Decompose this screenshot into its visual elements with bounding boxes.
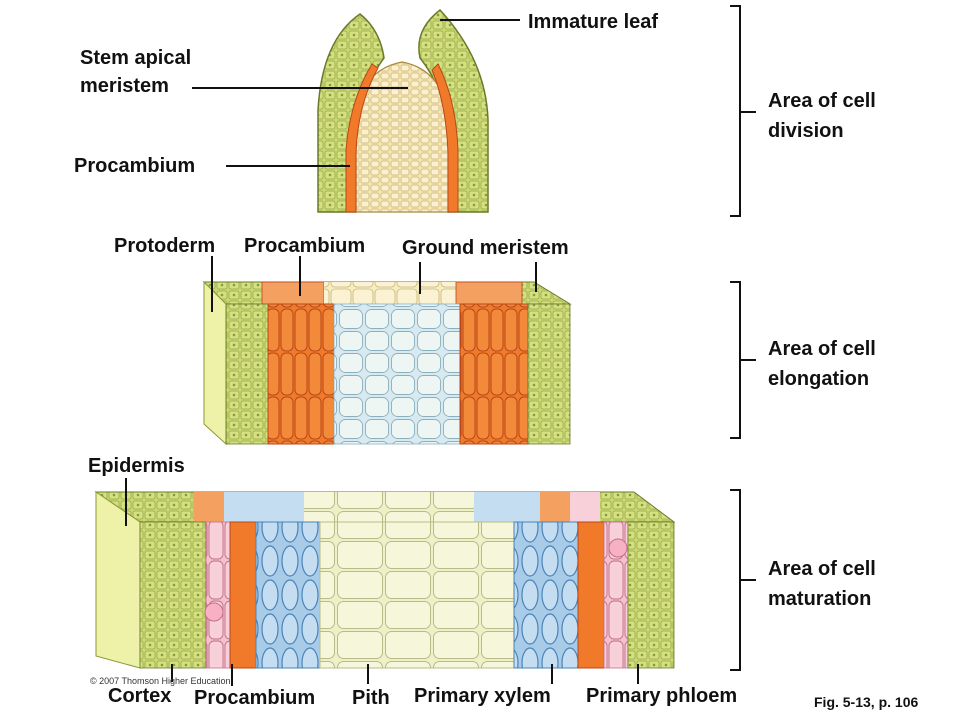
- leader-lines: [125, 19, 639, 686]
- label-pith: Pith: [352, 687, 390, 709]
- copyright-notice: © 2007 Thomson Higher Education: [90, 676, 231, 686]
- label-primary-phloem: Primary phloem: [586, 685, 738, 707]
- zone-maturation-line2: maturation: [768, 588, 872, 610]
- zone-maturation-line1: Area of cell: [768, 558, 876, 580]
- zone-division-line2: division: [768, 120, 844, 142]
- phloem-cell-detail: [204, 602, 224, 622]
- bot-orange-top-left: [194, 492, 224, 522]
- label-protoderm: Protoderm: [114, 235, 216, 257]
- maturation-block: [94, 491, 676, 669]
- mid-orange-top-left: [261, 281, 325, 305]
- label-procambium-mid: Procambium: [244, 235, 366, 257]
- zone-division-line1: Area of cell: [768, 90, 876, 112]
- bot-phloem-left: [205, 521, 231, 669]
- bracket-maturation: [730, 489, 756, 671]
- mid-protoderm-side: [203, 280, 227, 446]
- phloem-cell-detail-right: [608, 538, 628, 558]
- bot-pith-top: [304, 492, 504, 522]
- bot-xylem-right: [513, 521, 579, 669]
- bot-epidermis-side: [95, 491, 141, 669]
- mid-cream-top: [324, 282, 456, 304]
- elongation-block: [202, 280, 572, 446]
- zone-brackets: [730, 5, 756, 671]
- bracket-division: [730, 5, 756, 217]
- figure-caption: Fig. 5-13, p. 106: [814, 694, 919, 710]
- zone-elongation-line1: Area of cell: [768, 338, 876, 360]
- mid-ground-meristem: [333, 303, 461, 445]
- mid-procambium-right: [459, 303, 529, 445]
- bot-pith: [319, 521, 515, 669]
- label-cortex: Cortex: [108, 685, 172, 707]
- bot-blue-top-left: [224, 492, 304, 522]
- label-epidermis: Epidermis: [88, 455, 185, 477]
- zone-elongation-line2: elongation: [768, 368, 870, 390]
- mid-green-left: [225, 303, 269, 445]
- bot-cortex-left: [139, 521, 207, 669]
- shoot-apex: [317, 8, 489, 213]
- label-immature-leaf: Immature leaf: [528, 11, 659, 33]
- label-stem-apical-line1: Stem apical: [80, 47, 192, 69]
- bot-procambium-right: [577, 521, 605, 669]
- bot-cortex-right: [627, 521, 675, 669]
- label-ground-meristem: Ground meristem: [402, 237, 569, 259]
- procambium-strand-right: [431, 63, 459, 213]
- mid-orange-top-right: [455, 281, 523, 305]
- procambium-strand-left: [345, 63, 379, 213]
- label-stem-apical-line2: meristem: [80, 75, 169, 97]
- mid-green-right: [527, 303, 571, 445]
- mid-procambium-left: [267, 303, 335, 445]
- bracket-elongation: [730, 281, 756, 439]
- bot-pink-top-right: [570, 492, 600, 522]
- bot-blue-top-right: [474, 492, 540, 522]
- label-procambium-bottom: Procambium: [194, 687, 316, 709]
- bot-procambium-left: [229, 521, 257, 669]
- bot-orange-top-right: [540, 492, 570, 522]
- label-procambium-top: Procambium: [74, 155, 196, 177]
- label-primary-xylem: Primary xylem: [414, 685, 551, 707]
- bot-xylem-left: [255, 521, 321, 669]
